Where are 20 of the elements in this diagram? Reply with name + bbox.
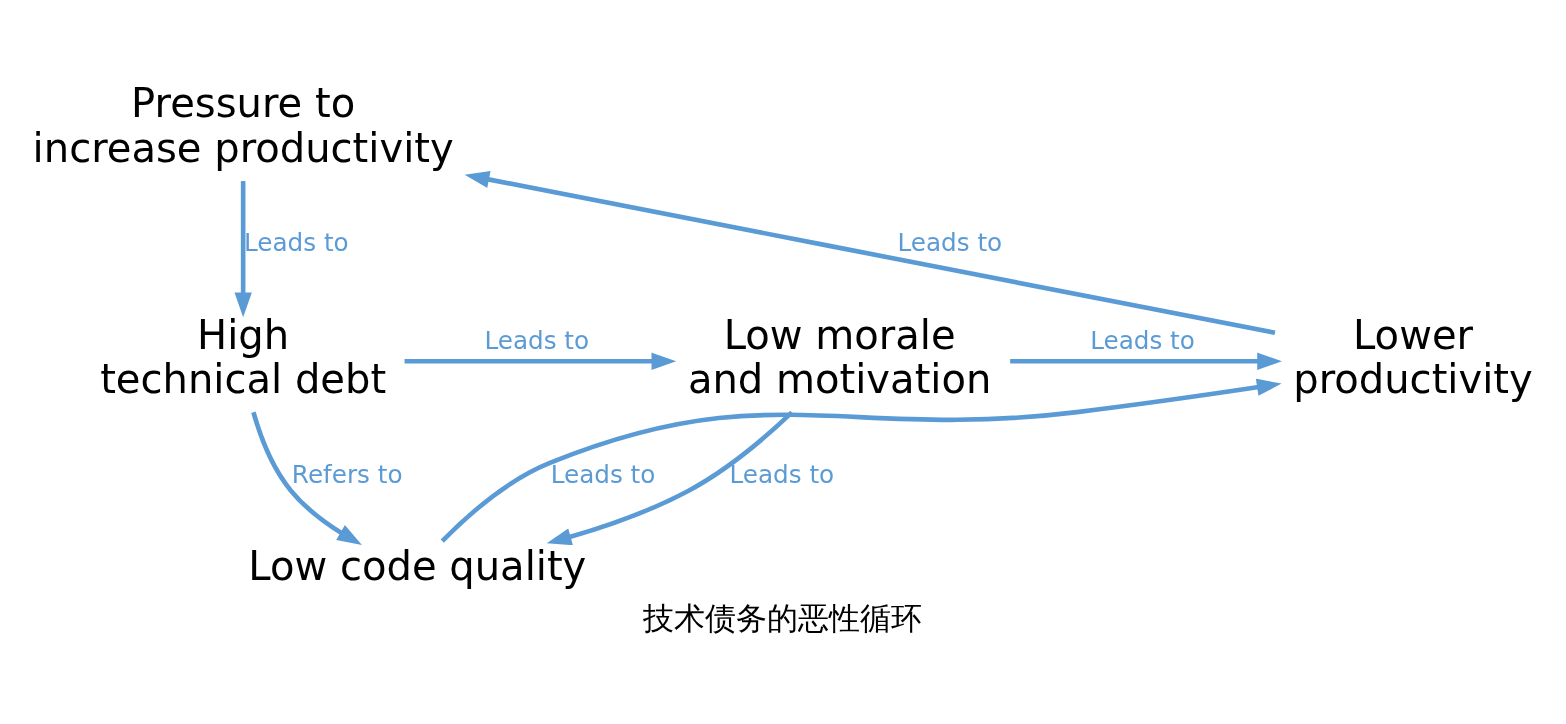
node-text: Pressure to increase productivity [32,80,454,172]
arrow [404,352,677,370]
caption: 技术债务的恶性循环 [643,600,923,637]
edge-label: Leads to [897,228,1003,258]
edge-label: Leads to [1090,325,1195,355]
arrow [251,411,362,545]
arrow [546,410,794,546]
arrow [234,181,252,318]
arrow [440,378,1282,543]
edge-label: Leads to [243,228,349,258]
node-text: Low morale and motivation [687,311,992,403]
edge-label: Leads to [484,325,590,355]
arrow [1010,352,1282,370]
node-text: Low code quality [248,542,587,589]
arrow [464,171,1276,336]
node-text: High technical debt [100,311,387,403]
node-text: Lower productivity [1293,311,1533,403]
edge-label: Refers to [291,459,403,489]
edge-label: Leads to [729,459,835,489]
edge-label: Leads to [550,459,656,489]
